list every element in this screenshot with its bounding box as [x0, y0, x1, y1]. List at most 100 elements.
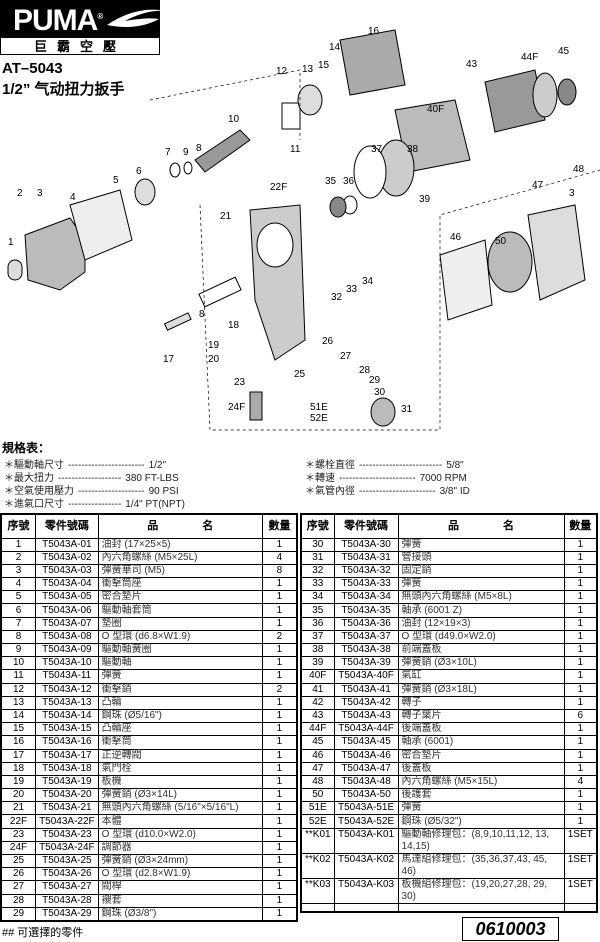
row-part-number: T5043A-29: [35, 906, 99, 922]
callout-8: 8: [199, 309, 205, 320]
row-no: 13: [0, 695, 37, 710]
row-part-number: T5043A-38: [333, 642, 399, 658]
row-no: 29: [0, 906, 37, 922]
callout-19: 19: [208, 340, 220, 351]
row-qty: 1: [261, 867, 298, 882]
row-name: 驅動軸套筒: [97, 603, 263, 618]
row-qty: 1: [261, 761, 298, 776]
part-gasket: [69, 189, 133, 261]
row-qty: 1: [261, 603, 298, 618]
callout-16: 16: [368, 26, 380, 37]
row-no: 17: [0, 748, 37, 763]
row-name: 鋼珠 (Ø3/8"): [97, 906, 263, 922]
row-part-number: T5043A-08: [35, 629, 99, 645]
row-part-number: T5043A-13: [35, 695, 99, 710]
row-no: 16: [0, 735, 37, 750]
row-name: 彈簧華司 (M5): [97, 563, 263, 579]
spec-value: 1/4" PT(NPT): [125, 499, 185, 510]
brand-subtitle: 巨霸空壓: [33, 39, 126, 54]
row-part-number: T5043A-33: [333, 577, 399, 592]
col-no: 序號: [300, 513, 335, 539]
callout-14: 14: [329, 42, 341, 53]
row-no: 39: [300, 656, 335, 671]
row-name: 氣缸: [397, 669, 565, 684]
row-part-number: T5043A-30: [333, 537, 399, 552]
row-qty: 1: [563, 735, 598, 750]
row-part-number: T5043A-35: [333, 603, 399, 618]
row-no: 28: [0, 893, 37, 908]
brand-logo: PUMA® 巨霸空壓: [0, 0, 167, 55]
row-part-number: T5043A-52E: [333, 814, 399, 829]
spec-item: ＊最大扭力-------------------380 FT-LBS: [4, 469, 183, 484]
part-regulator: [249, 391, 263, 421]
callout-29: 29: [369, 375, 381, 386]
row-name: O 型環 (d2.8×W1.9): [97, 867, 263, 882]
part-air-inlet: [370, 397, 396, 427]
row-qty: 1: [261, 642, 298, 658]
part-anvil: [194, 129, 251, 173]
row-qty: 1: [261, 616, 298, 631]
row-name: 彈簧: [397, 801, 565, 816]
row-name: 凸輪座: [97, 722, 263, 737]
row-qty: 4: [563, 774, 598, 790]
row-qty: 1: [563, 801, 598, 816]
spec-item: ＊螺栓直徑-------------------------5/8": [305, 456, 468, 471]
spec-label: ＊驅動軸尺寸: [4, 460, 64, 471]
row-name: 密合墊片: [97, 590, 263, 605]
row-part-number: T5043A-43: [333, 708, 399, 724]
row-qty: 1: [563, 682, 598, 697]
callout-4: 4: [70, 192, 76, 203]
registered-mark: ®: [97, 12, 103, 21]
row-name: 無頭內六角螺絲 (5/16"×5/16"L): [97, 801, 263, 816]
row-name: 襯套: [97, 893, 263, 908]
row-part-number: T5043A-26: [35, 867, 99, 882]
part-spring: [281, 102, 301, 130]
model-number: AT–5043: [2, 60, 63, 77]
row-qty: 1: [563, 761, 598, 776]
callout-12: 12: [276, 66, 288, 77]
row-name: 衝擊筒座: [97, 577, 263, 592]
row-name: 墊圈: [97, 616, 263, 631]
row-qty: 1: [261, 708, 298, 724]
row-name: 板機組修理包：(19,20,27,28, 29, 30): [397, 877, 565, 904]
row-part-number: T5043A-14: [35, 708, 99, 724]
row-qty: 1: [563, 616, 598, 631]
row-qty: 1: [261, 801, 298, 816]
row-part-number: T5043A-31: [333, 550, 399, 565]
row-qty: 1: [261, 827, 298, 842]
row-part-number: T5043A-03: [35, 563, 99, 579]
row-name: 無頭內六角螺絲 (M5×8L): [397, 590, 565, 605]
callout-27: 27: [340, 351, 352, 362]
row-no: 42: [300, 695, 335, 710]
row-no: 19: [0, 774, 37, 790]
row-no: 4: [0, 577, 37, 592]
row-qty: 1: [563, 642, 598, 658]
row-no: 48: [300, 774, 335, 790]
row-qty: 1: [261, 880, 298, 895]
row-no: 45: [300, 735, 335, 750]
row-part-number: T5043A-K03: [333, 877, 399, 904]
empty-cell: [300, 902, 335, 913]
row-part-number: T5043A-12: [35, 682, 99, 697]
row-name: 密合墊片: [397, 748, 565, 763]
row-qty: 1: [563, 788, 598, 803]
callout-1: 1: [8, 237, 14, 248]
row-qty: 1: [563, 814, 598, 829]
part-drive-bushing: [134, 178, 156, 206]
row-name: 驅動軸: [97, 656, 263, 671]
document-code: 0610003: [462, 917, 559, 941]
spec-label: ＊最大扭力: [4, 473, 54, 484]
callout-7: 7: [165, 147, 171, 158]
row-qty: 1SET: [563, 827, 598, 854]
